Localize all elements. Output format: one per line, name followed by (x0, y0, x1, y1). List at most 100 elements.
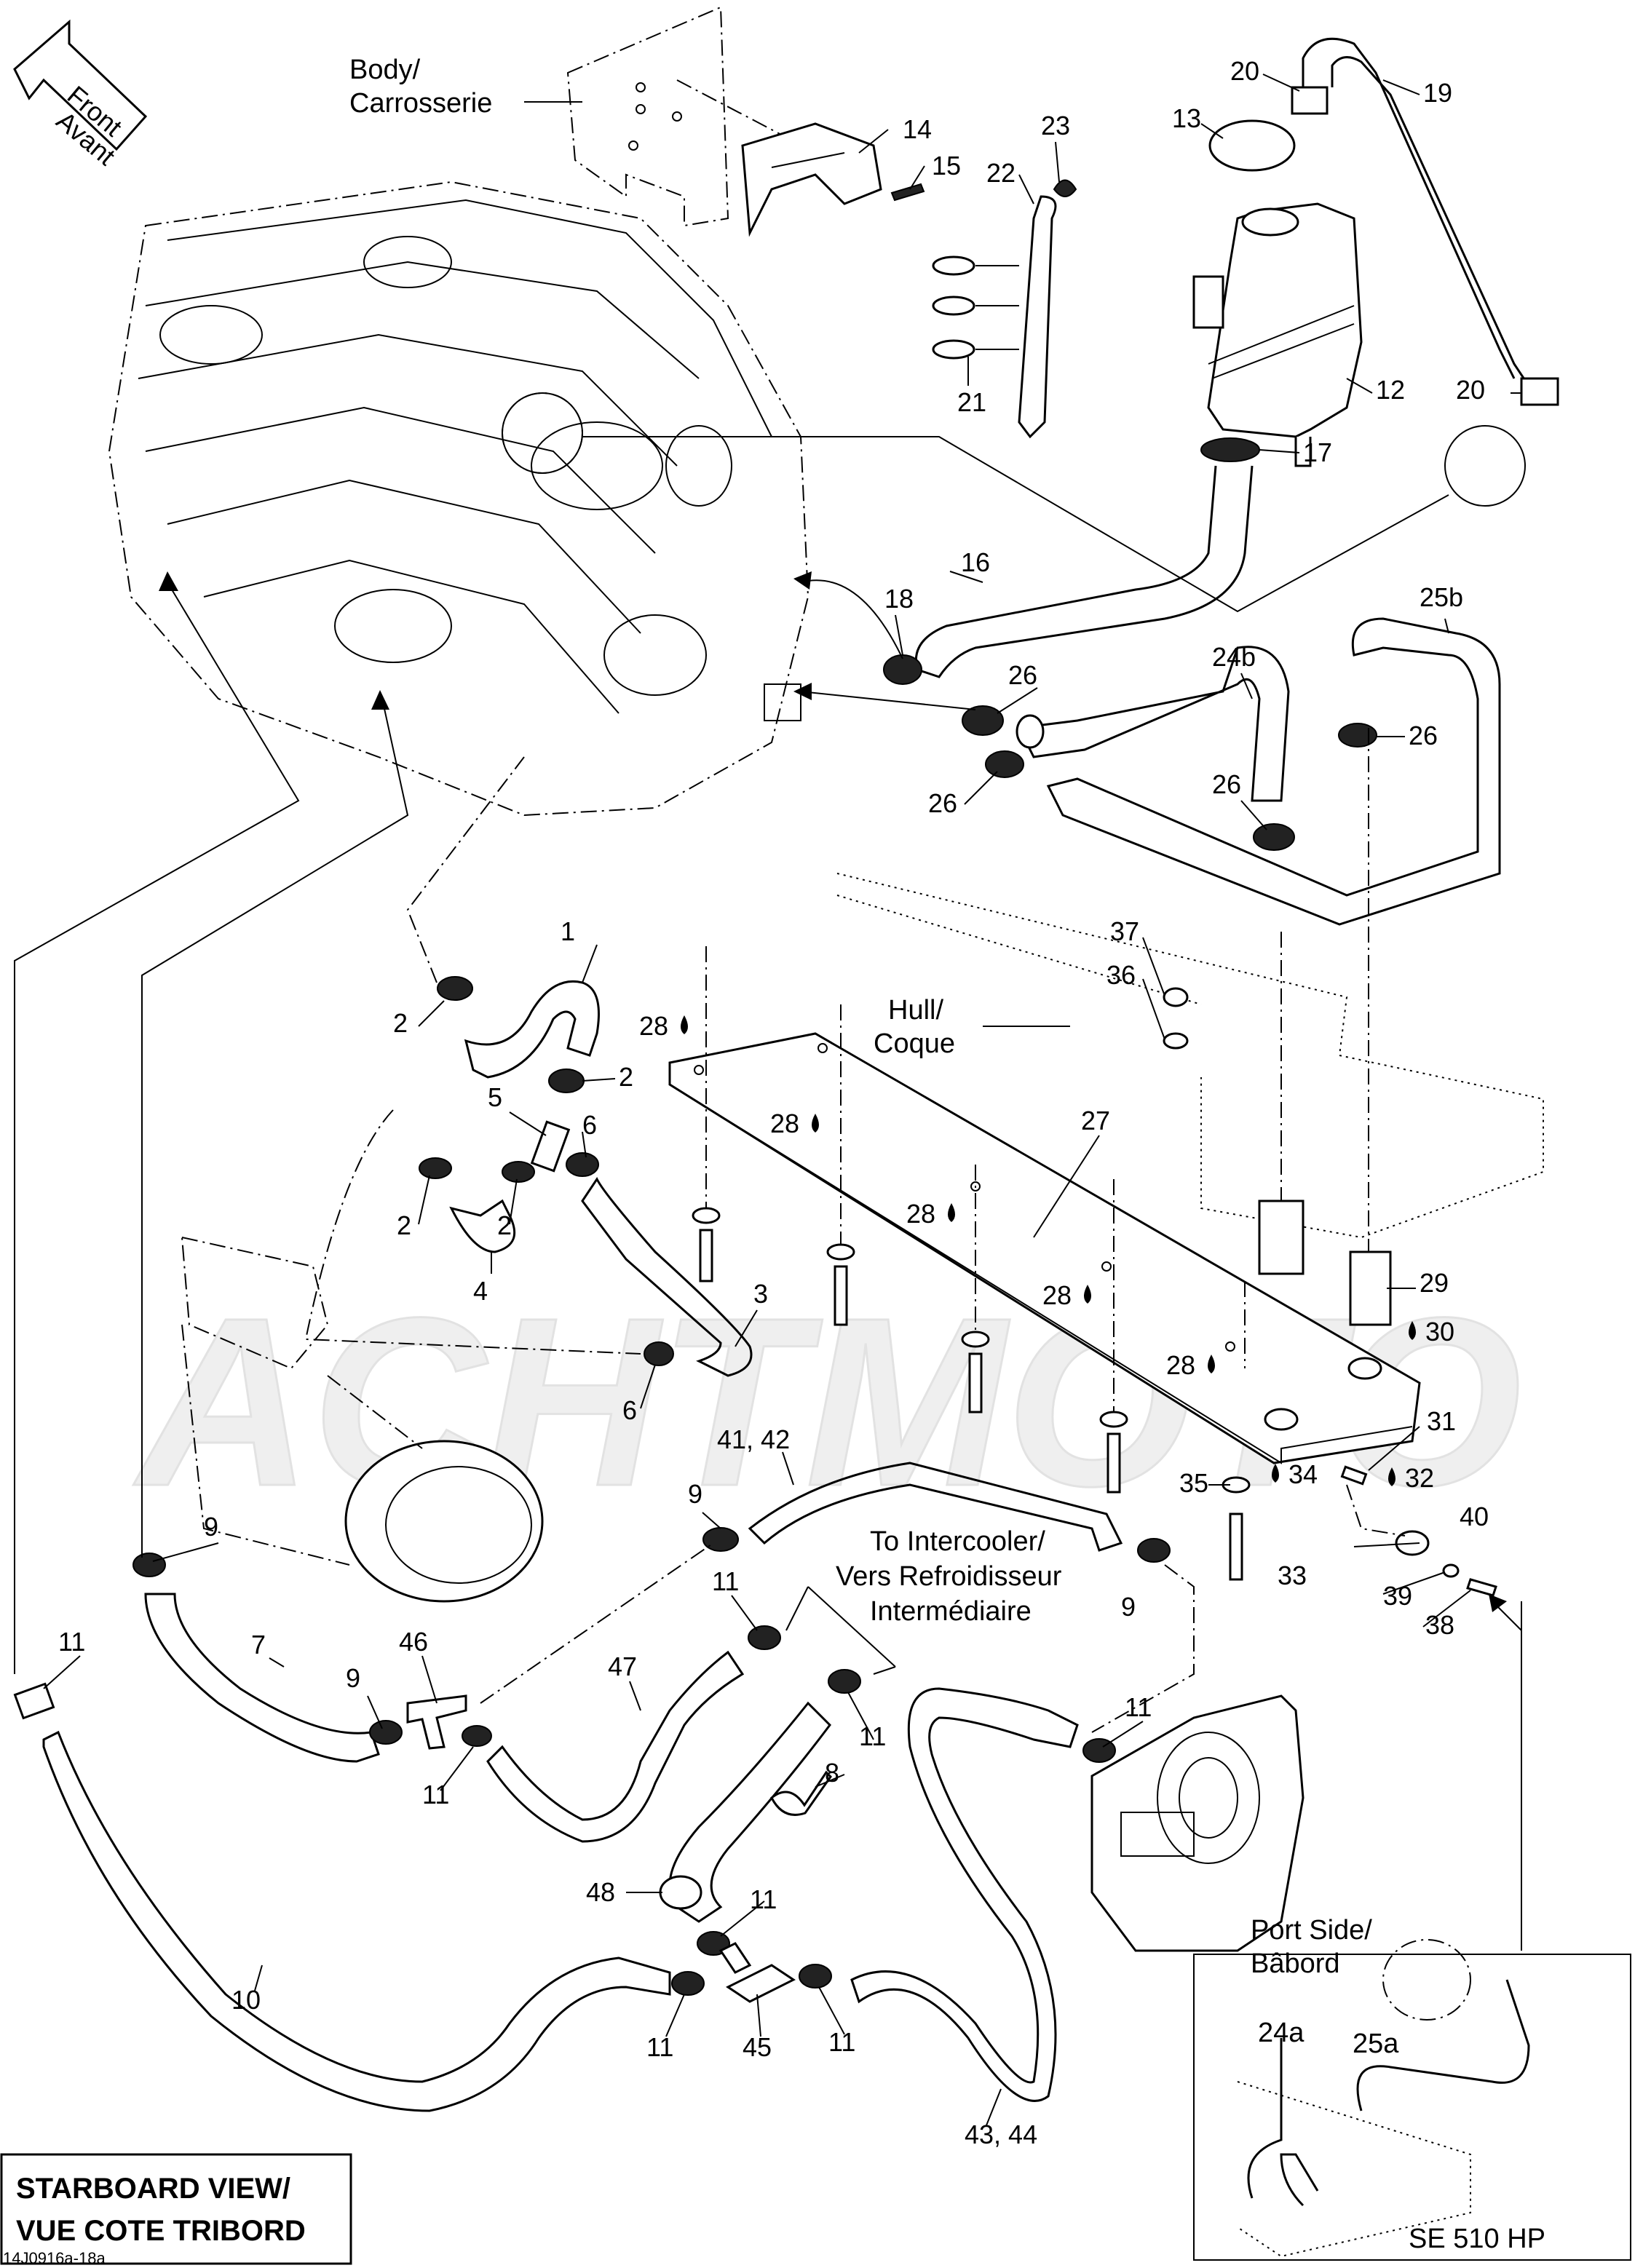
clamp-9a (132, 1553, 166, 1577)
bolt-33 (1229, 1512, 1243, 1581)
fitting-5 (530, 1120, 571, 1173)
clamp-20-top (1291, 86, 1329, 115)
front-arrow: Front Avant (13, 19, 148, 171)
pump-plate (1090, 1694, 1304, 1952)
clamp-2a (437, 976, 473, 1001)
inset-title-1: Port Side/ (1251, 1915, 1372, 1946)
part-label: 2 (397, 1210, 411, 1240)
clamp-2c (419, 1157, 452, 1179)
screw-38 (1466, 1578, 1497, 1597)
part-label: 11 (828, 2027, 855, 2057)
hose-1 (464, 980, 600, 1079)
clamp-11g (13, 1682, 55, 1720)
part-label: 38 (1425, 1610, 1454, 1640)
callout-intercooler-2: Vers Refroidisseur (836, 1561, 1062, 1592)
clamp-26c (1338, 723, 1377, 748)
part-label: 4 (473, 1276, 488, 1306)
hose-22 (1018, 195, 1057, 439)
body-panel (566, 6, 831, 227)
view-caption-box (0, 2153, 352, 2265)
part-labels: 14 15 20 19 13 23 22 21 12 20 17 16 18 2… (58, 56, 1489, 2149)
part-label: 29 (1420, 1268, 1449, 1298)
hose-25b (1046, 617, 1501, 926)
part-label: 21 (957, 387, 986, 417)
part-label: 15 (932, 151, 961, 181)
part-label: 22 (986, 158, 1016, 188)
exhaust-muffler (181, 1236, 544, 1603)
callout-hull-2: Coque (874, 1028, 955, 1059)
view-caption-1: STARBOARD VIEW/ (16, 2173, 290, 2205)
sealant-drop-icon (1084, 1285, 1091, 1304)
part-label: 24b (1212, 642, 1256, 672)
part-label: 36 (1106, 960, 1136, 990)
clamp-11f (799, 1964, 832, 1989)
part-label: 28 (1042, 1280, 1072, 1310)
part-label: 6 (622, 1395, 637, 1425)
part-label: 14 (903, 114, 932, 144)
part-label: 27 (1081, 1106, 1110, 1135)
part-label: 26 (928, 788, 957, 818)
clamp-6b (644, 1341, 674, 1366)
part-label: 28 (770, 1109, 799, 1138)
callout-intercooler-1: To Intercooler/ (870, 1526, 1045, 1557)
part-label: 23 (1041, 111, 1070, 140)
part-label: 47 (608, 1652, 637, 1681)
part-label: 48 (586, 1877, 615, 1907)
part-label: 9 (1121, 1592, 1136, 1622)
callout-body-1: Body/ (349, 55, 421, 85)
engine-assembly (108, 181, 809, 817)
part-label: 25b (1420, 582, 1463, 612)
part-label: 45 (743, 2032, 772, 2062)
part-label: 9 (346, 1663, 360, 1693)
sealant-icons (681, 1015, 1416, 1486)
part-label: 33 (1278, 1561, 1307, 1590)
drawing-code: 14J0916a-18a (3, 2249, 106, 2267)
hose-19 (1302, 37, 1516, 379)
clamp-2d (502, 1161, 535, 1183)
part-label: 43, 44 (965, 2120, 1037, 2149)
hose-41-42 (748, 1462, 1123, 1552)
y-fitting-45 (726, 1964, 796, 2003)
radiator-cap (1208, 119, 1296, 172)
clamp-11b (748, 1625, 781, 1650)
part-label: 20 (1230, 56, 1259, 86)
part-label: 1 (561, 916, 575, 946)
part-label: 2 (619, 1062, 633, 1092)
clamp-23 (1053, 179, 1077, 197)
clamp-20-bottom (1520, 377, 1559, 406)
clamp-6a (566, 1152, 599, 1177)
washer-39 (1442, 1563, 1460, 1578)
fitting-29 (1258, 728, 1392, 1431)
callout-body-2: Carrosserie (349, 88, 492, 119)
leader-lines (43, 74, 1521, 2126)
inset-label-24a: 24a (1258, 2018, 1304, 2048)
part-label: 11 (712, 1566, 739, 1596)
part-label: 28 (906, 1199, 935, 1229)
part-label: 3 (753, 1279, 768, 1309)
part-label: 6 (582, 1110, 597, 1140)
part-label: 7 (251, 1630, 266, 1660)
clamp-11e (671, 1971, 705, 1996)
callout-intercooler-3: Intermédiaire (870, 1596, 1032, 1627)
part-label: 5 (488, 1082, 502, 1112)
clamp-11c (828, 1669, 861, 1694)
part-label: 2 (497, 1210, 512, 1240)
part-label: 13 (1172, 103, 1201, 133)
part-label: 16 (961, 547, 990, 577)
part-label: 31 (1427, 1406, 1456, 1436)
part-label: 28 (639, 1011, 668, 1041)
tee-46 (406, 1694, 467, 1750)
nut-37 (1163, 987, 1189, 1007)
hose-24b (1017, 646, 1290, 802)
inset-port-side (1193, 1939, 1631, 2261)
clamp-9c (702, 1527, 739, 1552)
plate-27 (668, 1032, 1421, 1464)
part-label: 11 (1125, 1692, 1152, 1722)
part-label: 20 (1456, 375, 1485, 405)
part-label: 2 (393, 1008, 408, 1038)
part-label: 12 (1376, 375, 1405, 405)
clamp-26a (962, 705, 1004, 736)
part-label: 26 (1409, 721, 1438, 750)
part-label: 41, 42 (717, 1424, 790, 1454)
